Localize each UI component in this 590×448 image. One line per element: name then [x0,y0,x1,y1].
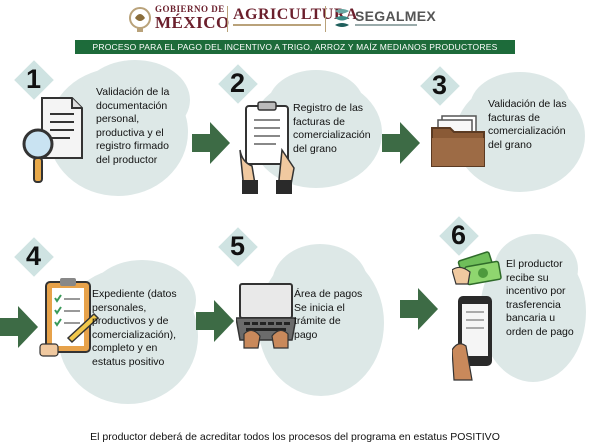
step-3-text: Validación de las facturas de comerciali… [488,98,567,152]
step-6-text: El productor recibe su incentivo por tra… [506,258,574,339]
cloud-bg-6b [494,234,578,304]
step-4-line: productivos y de [92,315,169,327]
gobierno-logo: GOBIERNO DE MÉXICO [155,4,230,32]
step-4-line: Expediente (datos [92,288,177,300]
step-1-line: productiva y el [96,126,164,139]
step-2-line: Registro de las [293,102,364,114]
step-5-number: 5 [230,231,246,261]
process-title-banner: PROCESO PARA EL PAGO DEL INCENTIVO A TRI… [75,40,515,54]
step-3-line: del grano [488,138,532,151]
agricultura-logo: AGRICULTURA [233,6,358,23]
gobierno-small-text: GOBIERNO DE [155,4,225,14]
step-4-line: personales, [92,301,147,314]
clipboard-hands-icon [239,101,295,194]
step-3-number: 3 [432,70,448,100]
header: GOBIERNO DE MÉXICO AGRICULTURA SEGALMEX [0,0,590,38]
step-1-line: Validación de la [96,86,170,98]
agricultura-underline [233,24,321,26]
step-6-line: orden de pago [506,325,574,338]
step-5-text: Área de pagos Se inicia el trámite de pa… [294,288,362,342]
step-2-text: Registro de las facturas de comercializa… [293,102,371,156]
segalmex-logo: SEGALMEX [355,8,436,24]
arrow-right-icon [196,300,234,342]
step-6-line: El productor [506,258,563,270]
laptop-typing-icon [236,283,296,349]
step-4-line: comercialización), [92,328,177,341]
arrow-right-icon [192,122,230,164]
step-1-text: Validación de la documentación personal,… [96,86,169,167]
step-4-line: completo y en [92,342,158,354]
step-4-number: 4 [26,241,42,271]
step-2-number: 2 [230,68,246,98]
cloud-bg-4b [88,260,196,340]
step-6-line: incentivo por [506,285,566,297]
coat-of-arms-icon [129,7,151,32]
arrow-right-icon [382,122,420,164]
step-5-line: pago [294,328,318,341]
cloud-bg-3b [470,72,570,142]
gobierno-big-text: MÉXICO [155,13,230,32]
step-3-line: Validación de las [488,98,567,110]
step-2-line: del grano [293,142,337,155]
step-1-line: del productor [96,153,158,166]
step-5-line: Área de pagos [294,288,363,300]
step-4-line: estatus positivo [92,355,165,368]
step-1-line: documentación [96,99,168,112]
arrow-right-icon [0,306,38,348]
step-6-line: recibe su [506,271,549,284]
divider [325,6,326,32]
footer-note: El productor deberá de acreditar todos l… [90,431,500,443]
segalmex-underline [355,24,417,26]
step-3-line: facturas de [488,111,540,124]
phone-money-icon [452,251,502,381]
step-6-line: trasferencia [506,298,561,311]
step-5-line: Se inicia el [294,301,345,314]
divider [227,6,228,32]
step-1-line: personal, [96,113,140,125]
folder-documents-icon [431,115,485,167]
step-2-line: comercialización [293,129,371,141]
step-5-line: trámite de [294,315,341,327]
step-6-number: 6 [451,220,467,250]
step-1-number: 1 [26,64,42,94]
cloud-bg-1b [80,60,190,140]
step-6-line: bancaria u [506,312,556,324]
arrow-right-icon [400,288,438,330]
step-4-text: Expediente (datos personales, productivo… [92,288,177,369]
step-2-line: facturas de [293,115,345,128]
step-1-line: registro firmado [96,140,169,152]
clipboard-checklist-pencil-icon [39,278,100,357]
step-3-line: comercialización [488,125,566,137]
segalmex-logo-icon [335,9,349,27]
document-magnifier-icon [22,97,83,183]
